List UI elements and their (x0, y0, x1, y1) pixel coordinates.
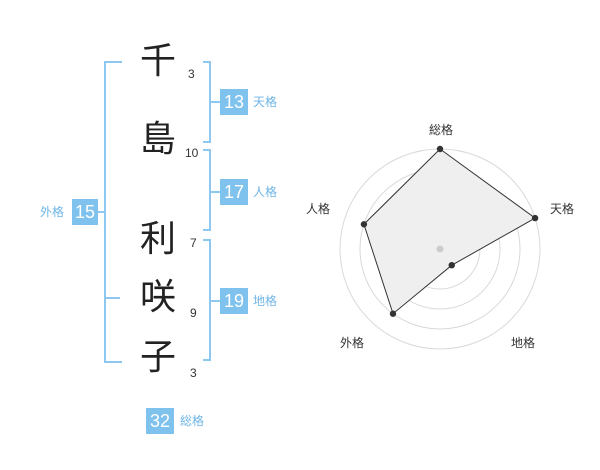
name-char-5: 子 (140, 337, 177, 378)
radar-label-soukaku: 総格 (429, 122, 453, 137)
radar-label-chikaku: 地格 (511, 335, 535, 350)
radar-data-area (363, 148, 537, 315)
name-char-3: 利 (140, 219, 177, 260)
radar-point (531, 214, 539, 222)
jinkaku-connector (211, 191, 220, 193)
tenkaku-connector (211, 101, 220, 103)
jinkaku-label: 人格 (253, 185, 278, 199)
gaikaku-label: 外格 (40, 205, 65, 219)
soukaku-value: 32 (146, 408, 174, 434)
radar-points (360, 145, 539, 317)
radar-label-tenkaku: 天格 (550, 201, 574, 216)
radar-label-jinkaku: 人格 (306, 201, 330, 216)
radar-point (389, 310, 397, 317)
name-char-4: 咲 (140, 277, 177, 318)
stroke-count-3: 7 (190, 236, 197, 250)
soukaku-label: 総格 (180, 414, 205, 428)
tenkaku-bracket (203, 61, 211, 143)
tenkaku-value: 13 (220, 89, 248, 115)
gaikaku-connector (98, 211, 104, 213)
name-char-2: 島 (140, 119, 177, 160)
stroke-count-4: 9 (190, 306, 197, 320)
gaikaku-value: 15 (72, 199, 98, 225)
tenkaku-label: 天格 (253, 95, 278, 109)
stroke-count-2: 10 (185, 146, 199, 160)
radar-point (360, 221, 368, 228)
jinkaku-value: 17 (220, 179, 248, 205)
stroke-count-5: 3 (190, 366, 197, 380)
radar-point (448, 261, 455, 269)
radar-label-gaikaku: 外格 (340, 335, 364, 350)
chikaku-bracket (203, 239, 211, 361)
gaikaku-bracket-tick (104, 297, 120, 299)
radar-point (436, 145, 444, 153)
gaikaku-bracket (104, 61, 122, 363)
jinkaku-bracket (203, 149, 211, 231)
radar-center-dot (436, 245, 444, 253)
stroke-count-1: 3 (188, 67, 195, 81)
name-char-1: 千 (140, 41, 177, 82)
chikaku-value: 19 (220, 288, 248, 314)
chikaku-connector (211, 300, 220, 302)
chikaku-label: 地格 (253, 294, 278, 308)
